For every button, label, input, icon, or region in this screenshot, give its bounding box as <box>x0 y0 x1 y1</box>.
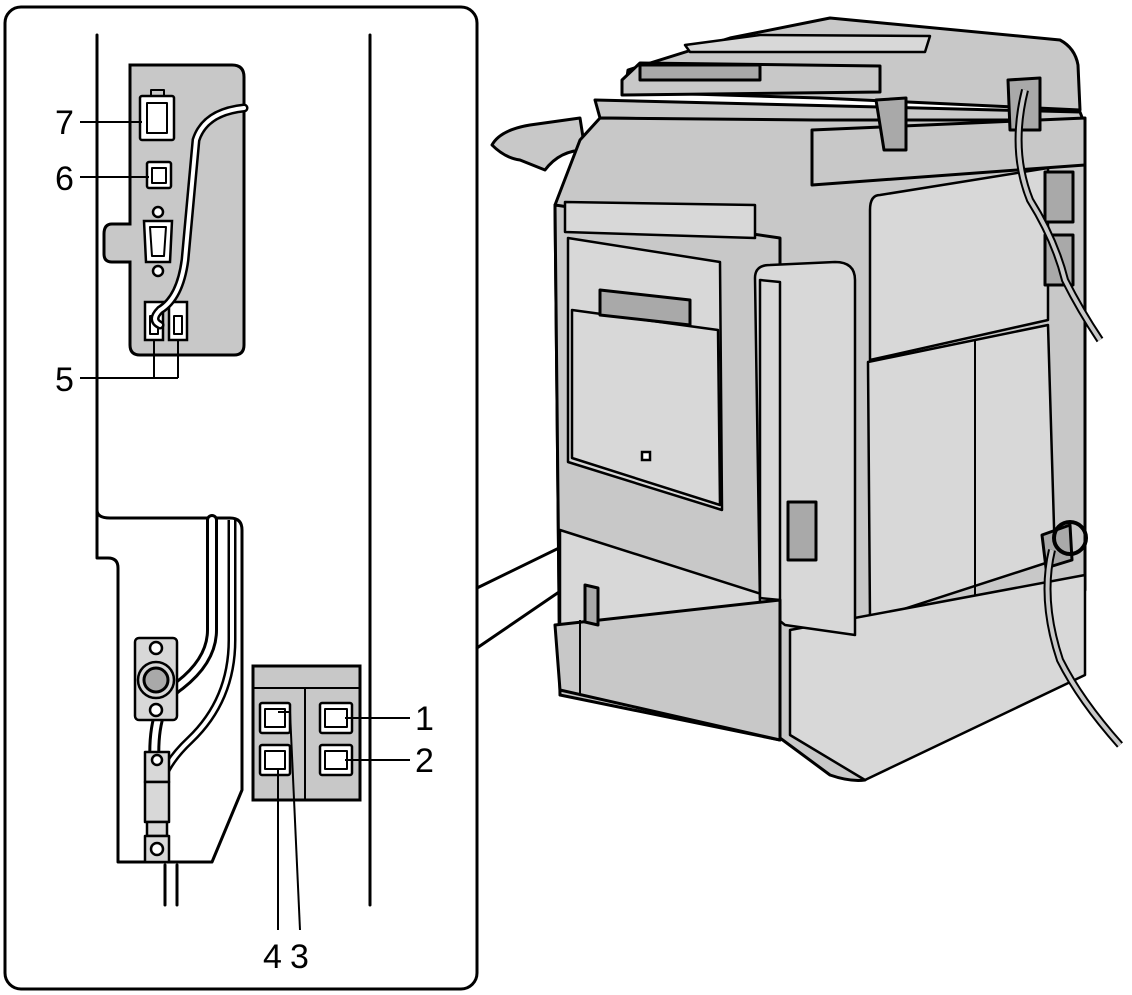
cable-loop-inner <box>153 106 246 327</box>
callout-3: 3 <box>290 938 309 976</box>
phone-port-panel <box>251 664 362 802</box>
lower-cable-assembly <box>133 514 237 864</box>
callout-7: 7 <box>55 104 74 142</box>
phone-port-1 <box>318 701 354 735</box>
callout-2: 2 <box>415 742 434 780</box>
serial-port <box>142 205 174 278</box>
detail-inset: 7 6 5 1 2 4 3 <box>3 5 479 991</box>
lan-port <box>138 89 176 142</box>
phone-port-4 <box>258 743 292 777</box>
usb-b-port <box>145 160 173 190</box>
callout-1: 1 <box>415 700 434 738</box>
lower-housing-outline <box>95 508 244 864</box>
callout-4: 4 <box>263 938 282 976</box>
callout-5: 5 <box>55 361 74 399</box>
leader-lines <box>80 121 410 931</box>
phone-port-3 <box>258 701 292 735</box>
copier-machine <box>490 16 1123 782</box>
upper-port-panel <box>102 63 249 357</box>
callout-6: 6 <box>55 160 74 198</box>
